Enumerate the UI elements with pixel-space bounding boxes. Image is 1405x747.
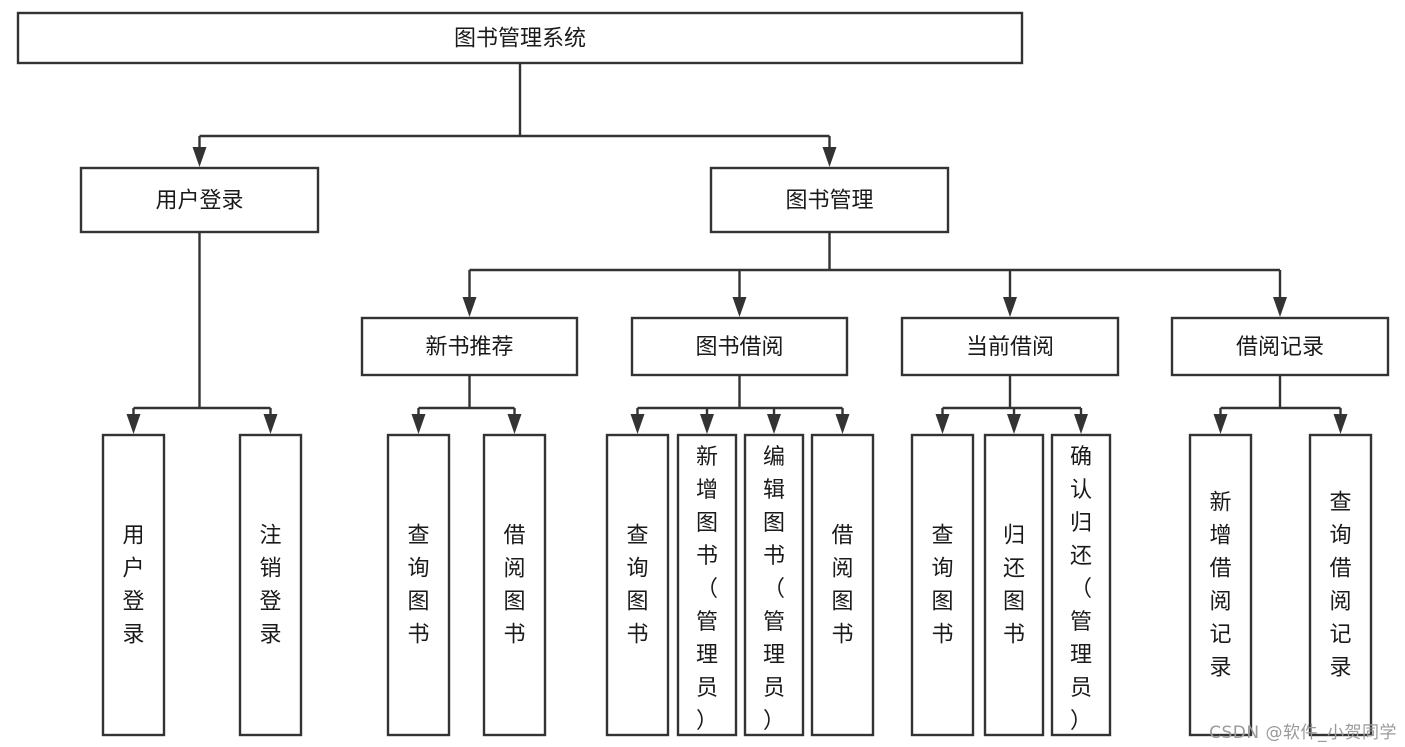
node-box[interactable] — [1170, 316, 1390, 377]
edge-arrowhead — [411, 414, 426, 434]
node-label: 借阅图书 — [503, 523, 525, 647]
node-label: 用户登录 — [122, 523, 144, 647]
edge-arrowhead — [935, 414, 950, 434]
node-box[interactable] — [743, 433, 805, 737]
node-l-rec-query[interactable]: 查询借阅记录 — [1308, 433, 1373, 737]
edge-arrowhead — [732, 297, 747, 317]
node-label: 图书管理系统 — [454, 27, 586, 52]
node-box[interactable] — [605, 433, 670, 737]
node-box[interactable] — [676, 433, 738, 737]
edge-arrowhead — [263, 414, 278, 434]
node-l-cb-return[interactable]: 归还图书 — [983, 433, 1045, 737]
node-l-nb-query[interactable]: 查询图书 — [386, 433, 451, 737]
node-label: 图书管理 — [785, 189, 873, 214]
node-box[interactable] — [16, 11, 1024, 65]
node-l-bb-query[interactable]: 查询图书 — [605, 433, 670, 737]
node-label: 新书推荐 — [425, 335, 513, 360]
node-box[interactable] — [983, 433, 1045, 737]
edge-arrowhead — [835, 414, 850, 434]
node-box[interactable] — [1050, 433, 1112, 737]
node-n-new-book[interactable]: 新书推荐 — [360, 316, 579, 377]
node-l-user-logout[interactable]: 注销登录 — [238, 433, 303, 737]
node-box[interactable] — [900, 316, 1120, 377]
node-box[interactable] — [386, 433, 451, 737]
node-layer: 图书管理系统用户登录图书管理新书推荐图书借阅当前借阅借阅记录用户登录注销登录查询… — [16, 11, 1390, 737]
node-box[interactable] — [709, 166, 950, 234]
node-label: 归还图书 — [1003, 523, 1025, 647]
edge-arrowhead — [1273, 297, 1287, 317]
edge-arrowhead — [1003, 297, 1017, 317]
node-box[interactable] — [101, 433, 166, 737]
node-label: 新增图书（管理员） — [696, 445, 718, 734]
node-box[interactable] — [630, 316, 849, 377]
node-label: 注销登录 — [259, 523, 281, 647]
node-l-bb-edit[interactable]: 编辑图书（管理员） — [743, 433, 805, 737]
node-l-nb-borrow[interactable]: 借阅图书 — [482, 433, 547, 737]
node-box[interactable] — [482, 433, 547, 737]
node-label: 查询图书 — [407, 523, 429, 647]
node-l-rec-add[interactable]: 新增借阅记录 — [1188, 433, 1253, 737]
node-l-bb-borrow[interactable]: 借阅图书 — [810, 433, 875, 737]
node-box[interactable] — [360, 316, 579, 377]
watermark-label: CSDN @软件_小贺同学 — [1209, 723, 1397, 743]
node-label: 当前借阅 — [966, 335, 1054, 360]
node-n-current[interactable]: 当前借阅 — [900, 316, 1120, 377]
node-l-bb-add[interactable]: 新增图书（管理员） — [676, 433, 738, 737]
node-label: 确认归还（管理员） — [1070, 445, 1092, 734]
edge-arrowhead — [126, 414, 141, 434]
node-n-user-login[interactable]: 用户登录 — [79, 166, 320, 234]
node-label: 借阅记录 — [1236, 335, 1324, 360]
node-label: 图书借阅 — [695, 335, 783, 360]
node-n-borrow[interactable]: 图书借阅 — [630, 316, 849, 377]
edge-arrowhead — [700, 414, 714, 434]
edge-arrowhead — [462, 297, 477, 317]
node-n-book-mgmt[interactable]: 图书管理 — [709, 166, 950, 234]
node-label: 借阅图书 — [831, 523, 853, 647]
edge-arrowhead — [630, 414, 645, 434]
node-l-cb-confirm[interactable]: 确认归还（管理员） — [1050, 433, 1112, 737]
edge-arrowhead — [1007, 414, 1021, 434]
edge-arrowhead — [192, 147, 207, 167]
node-box[interactable] — [1308, 433, 1373, 737]
node-box[interactable] — [79, 166, 320, 234]
node-root[interactable]: 图书管理系统 — [16, 11, 1024, 65]
node-label: 编辑图书（管理员） — [763, 445, 785, 734]
node-label: 新增借阅记录 — [1209, 490, 1231, 680]
node-box[interactable] — [810, 433, 875, 737]
node-box[interactable] — [1188, 433, 1253, 737]
edge-arrowhead — [1333, 414, 1348, 434]
node-label: 查询图书 — [931, 523, 953, 647]
node-box[interactable] — [238, 433, 303, 737]
edge-arrowhead — [1074, 414, 1088, 434]
node-label: 查询借阅记录 — [1329, 490, 1351, 680]
node-label: 用户登录 — [155, 189, 243, 214]
node-n-records[interactable]: 借阅记录 — [1170, 316, 1390, 377]
edge-arrowhead — [1213, 414, 1228, 434]
edge-arrowhead — [822, 147, 837, 167]
node-box[interactable] — [910, 433, 975, 737]
node-l-cb-query[interactable]: 查询图书 — [910, 433, 975, 737]
node-label: 查询图书 — [626, 523, 648, 647]
node-l-user-login[interactable]: 用户登录 — [101, 433, 166, 737]
edge-arrowhead — [767, 414, 781, 434]
edge-arrowhead — [507, 414, 522, 434]
connector-layer — [126, 63, 1348, 434]
